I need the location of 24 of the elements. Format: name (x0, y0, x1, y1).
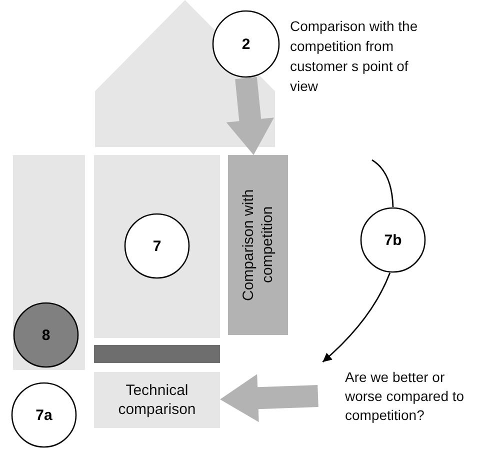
numbered-circle (13, 302, 79, 368)
callout-number: 2 (242, 36, 250, 52)
roof-shape (95, 0, 275, 147)
comparison-box (228, 155, 288, 335)
matrix-area (13, 155, 85, 370)
box-label: Comparison with competition (239, 188, 277, 303)
arrow (322, 272, 391, 363)
block-arrow (226, 76, 274, 155)
question-text: Are we better or worse compared to competition? (318, 362, 482, 430)
numbered-circle (11, 382, 77, 448)
callout-number: 7a (36, 406, 52, 424)
callout-number: 8 (42, 326, 50, 344)
numbered-circle (124, 213, 190, 279)
box-label: Technical comparison (117, 381, 197, 419)
block-arrow (220, 374, 318, 422)
callout-number: 7 (152, 238, 162, 254)
connector-line (372, 159, 394, 208)
note-text: Comparison with the competition from customer s point of view (290, 17, 419, 96)
comparison-box (94, 372, 220, 428)
numbered-circle (360, 207, 426, 273)
callout-number: 7b (384, 232, 402, 248)
matrix-area (94, 155, 220, 338)
numbered-circle (212, 10, 280, 78)
matrix-bar (94, 345, 220, 363)
